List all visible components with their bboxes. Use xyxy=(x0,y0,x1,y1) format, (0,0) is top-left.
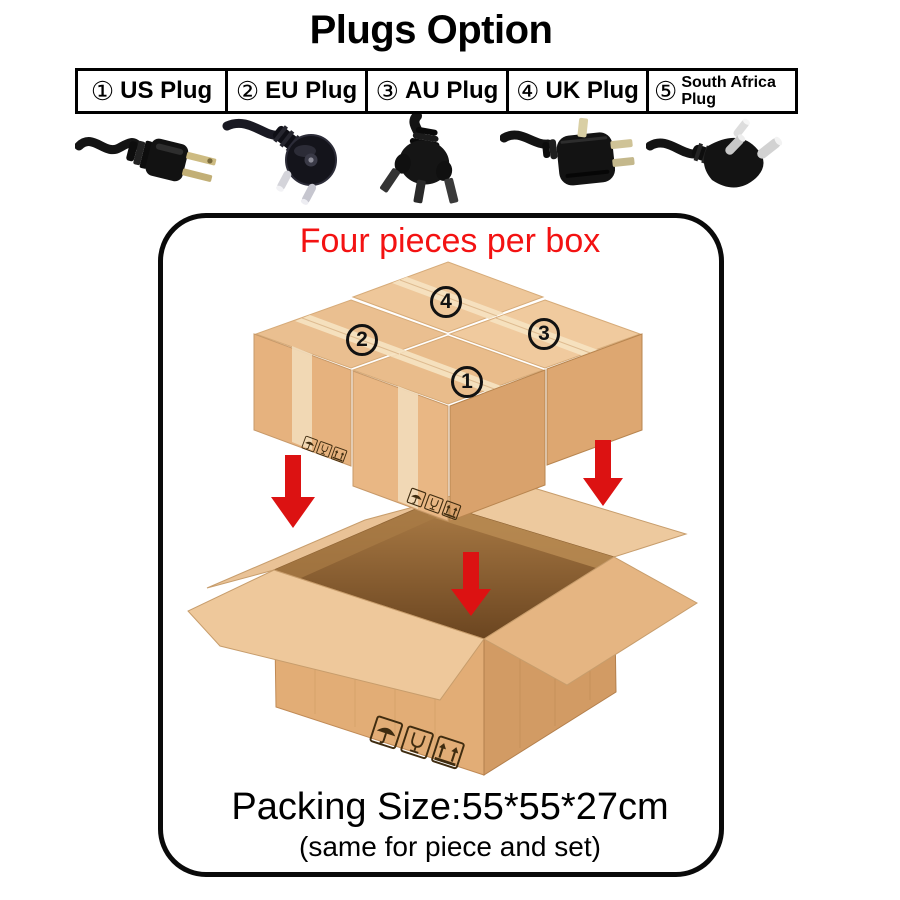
box-number-3: 3 xyxy=(528,318,560,350)
circled-number-4: ④ xyxy=(516,76,540,106)
packing-size-text: Packing Size:55*55*27cm xyxy=(231,786,669,828)
down-arrows xyxy=(271,440,623,616)
us-plug-icon xyxy=(75,114,225,206)
plug-cell-us: ① US Plug xyxy=(78,71,225,111)
plug-label-eu: EU Plug xyxy=(265,77,358,104)
plug-cell-eu: ② EU Plug xyxy=(225,71,365,111)
plug-cell-au: ③ AU Plug xyxy=(365,71,506,111)
down-arrow-right xyxy=(583,440,623,506)
plug-label-au: AU Plug xyxy=(404,77,499,104)
plug-cell-uk: ④ UK Plug xyxy=(506,71,646,111)
box-number-2: 2 xyxy=(346,324,378,356)
packing-note-text: (same for piece and set) xyxy=(299,831,601,862)
page-title: Plugs Option xyxy=(309,8,553,52)
au-plug-icon xyxy=(359,114,509,206)
circled-number-2: ② xyxy=(235,76,260,106)
circled-number-5: ⑤ xyxy=(654,76,678,106)
plug-label-us: US Plug xyxy=(120,77,213,104)
south-africa-plug-icon xyxy=(646,114,796,206)
down-arrow-left xyxy=(271,455,315,528)
eu-plug-icon xyxy=(219,114,369,206)
plugs-table: ① US Plug ② EU Plug ③ AU Plug ④ UK Plug … xyxy=(75,68,798,114)
uk-plug-icon xyxy=(500,114,650,206)
box-number-4: 4 xyxy=(430,286,462,318)
down-arrow-middle xyxy=(451,552,491,616)
packing-panel xyxy=(158,213,724,877)
box-number-1: 1 xyxy=(451,366,483,398)
plug-cell-south-africa: ⑤ South Africa Plug xyxy=(646,71,795,111)
circled-number-3: ③ xyxy=(375,76,399,106)
plug-label-south-africa: South Africa Plug xyxy=(681,74,776,108)
plug-label-uk: UK Plug xyxy=(545,77,639,104)
panel-heading: Four pieces per box xyxy=(299,222,601,260)
circled-number-1: ① xyxy=(90,76,115,106)
open-box-illustration xyxy=(187,478,698,776)
